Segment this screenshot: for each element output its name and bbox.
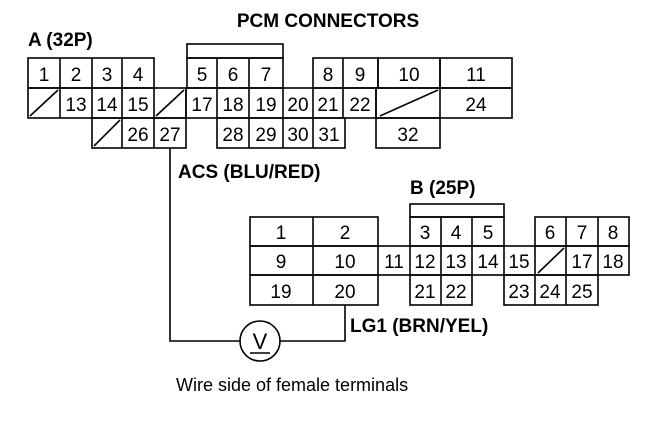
connector-a-row-2: [27, 87, 513, 119]
terminal-cell: [249, 274, 379, 306]
terminal-number: 21: [414, 282, 435, 303]
wire-lg1-label: LG1 (BRN/YEL): [350, 316, 488, 337]
terminal-number: 6: [545, 223, 556, 244]
terminal-number: 27: [159, 125, 180, 146]
terminal-number: 25: [571, 282, 592, 303]
connector-a-row-3: [91, 117, 441, 149]
test-wire: [169, 148, 346, 362]
terminal-cell: [375, 117, 441, 149]
terminal-number: 3: [102, 65, 113, 86]
terminal-number: 20: [287, 95, 308, 116]
terminal-number: 24: [465, 95, 487, 116]
terminal-number: 8: [323, 65, 334, 86]
blank-slash: [29, 89, 59, 117]
terminal-number: 19: [255, 95, 276, 116]
terminal-number: 1: [39, 65, 50, 86]
wire-acs: [169, 148, 240, 342]
voltmeter-icon: [239, 320, 281, 362]
terminal-cell: [185, 87, 377, 119]
terminal-number: 31: [318, 125, 339, 146]
terminal-number: 2: [340, 223, 351, 244]
terminal-number: 6: [228, 65, 239, 86]
terminal-number: 28: [222, 125, 243, 146]
blank-slash: [155, 89, 185, 117]
terminal-number: 30: [287, 125, 308, 146]
terminal-number: 7: [261, 65, 272, 86]
terminal-number: 9: [276, 252, 287, 273]
terminal-number: 13: [65, 95, 86, 116]
connector-a-label: A (32P): [28, 30, 93, 51]
terminal-cell: [249, 216, 379, 247]
blank-slash: [93, 119, 121, 147]
connector-b-row-1: [249, 216, 630, 247]
connector-a-lock-tab: [186, 43, 284, 59]
terminal-number: 18: [222, 95, 243, 116]
terminal-number: 32: [397, 125, 418, 146]
terminal-number: 4: [133, 65, 144, 86]
blank-slash: [379, 89, 439, 117]
terminal-number: 13: [445, 252, 466, 273]
blank-slash: [537, 247, 565, 274]
terminal-number: 24: [539, 282, 561, 303]
terminal-number: 11: [384, 252, 404, 273]
terminal-number: 23: [508, 282, 529, 303]
terminal-number: 17: [191, 95, 212, 116]
terminal-number: 11: [466, 65, 486, 86]
terminal-number: 14: [477, 252, 499, 273]
terminal-number: 5: [483, 223, 494, 244]
connector-b-numbers: 1 2 3 4 5 6 7 8 9 10 11 12 13 14 15 17 1…: [270, 223, 623, 303]
terminal-cell: [503, 274, 599, 306]
terminal-number: 3: [420, 223, 431, 244]
terminal-number: 10: [334, 252, 355, 273]
terminal-number: 26: [127, 125, 148, 146]
terminal-number: 1: [276, 223, 287, 244]
connector-a: [27, 43, 513, 149]
terminal-number: 17: [571, 252, 592, 273]
terminal-number: 20: [334, 282, 355, 303]
terminal-number: 15: [127, 95, 148, 116]
diagram-title: PCM CONNECTORS: [237, 11, 419, 32]
voltmeter-symbol: V: [253, 329, 268, 354]
terminal-number: 29: [255, 125, 276, 146]
connector-b-lock-tab: [409, 203, 505, 218]
terminal-cell: [91, 117, 187, 149]
terminal-number: 7: [577, 223, 588, 244]
terminal-number: 5: [197, 65, 208, 86]
terminal-number: 21: [317, 95, 338, 116]
terminal-number: 2: [71, 65, 82, 86]
wire-lg1: [280, 305, 346, 342]
terminal-number: 10: [398, 65, 419, 86]
terminal-number: 9: [355, 65, 366, 86]
terminal-number: 18: [602, 252, 623, 273]
terminal-number: 15: [508, 252, 529, 273]
connector-b-row-3: [249, 274, 599, 306]
terminal-number: 22: [349, 95, 370, 116]
terminal-cell: [375, 87, 513, 119]
terminal-number: 8: [608, 223, 619, 244]
terminal-number: 12: [414, 252, 435, 273]
terminal-cell: [216, 117, 346, 149]
terminal-number: 19: [270, 282, 291, 303]
terminal-number: 22: [445, 282, 466, 303]
caption: Wire side of female terminals: [176, 375, 408, 395]
terminal-number: 4: [451, 223, 462, 244]
connector-b: [249, 203, 630, 306]
connector-a-numbers: 1 2 3 4 5 6 7 8 9 10 11 13 14 15 17 18 1…: [39, 65, 487, 146]
connector-b-label: B (25P): [410, 178, 475, 199]
terminal-number: 14: [96, 95, 118, 116]
wire-acs-label: ACS (BLU/RED): [178, 162, 321, 183]
